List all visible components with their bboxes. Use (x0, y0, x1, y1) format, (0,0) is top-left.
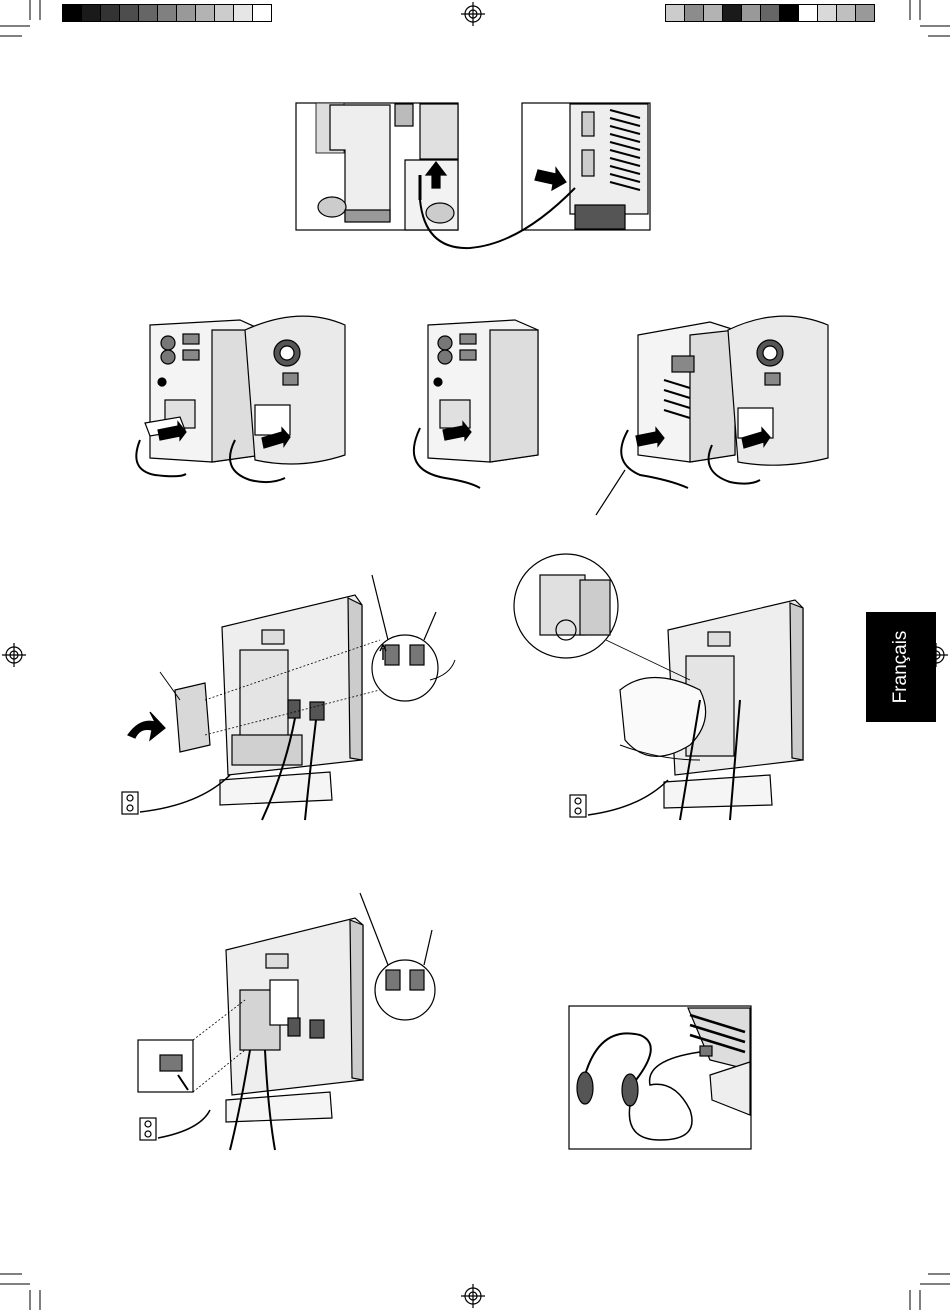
language-tab: Français (866, 612, 936, 722)
figure-headphone-connection (569, 1006, 751, 1149)
registration-mark-left (2, 643, 26, 667)
figure-computer-video-cable-connections (136, 316, 828, 515)
language-tab-label: Français (890, 631, 912, 704)
curved-arrow-icon (128, 712, 165, 740)
figure-rear-cover-removal (122, 575, 455, 820)
registration-mark-top (461, 2, 485, 26)
figure-cable-management-clip (514, 554, 803, 820)
figure-power-cord-connection (138, 893, 435, 1150)
figure-audio-cable-connection (296, 103, 650, 248)
registration-mark-bottom (461, 1284, 485, 1308)
